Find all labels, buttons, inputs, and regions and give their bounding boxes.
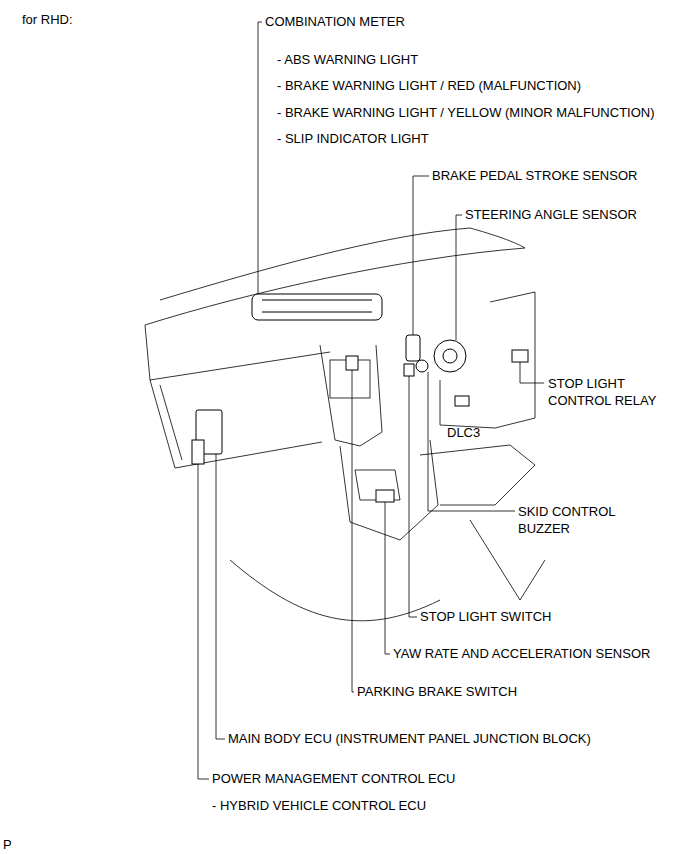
part-label: P [3,837,12,853]
part-label: STOP LIGHT CONTROL RELAY [548,375,668,409]
leader-line [428,372,515,511]
leader-line [352,370,354,692]
yaw-rate-sensor [376,490,394,502]
lower-dash-right [440,380,495,428]
power-management-ecu [192,440,204,464]
leader-line [409,376,417,617]
parking-brake-switch [346,356,358,370]
part-label: YAW RATE AND ACCELERATION SENSOR [393,646,650,662]
steering-angle-sensor [443,349,457,363]
part-label: STEERING ANGLE SENSOR [465,207,637,223]
leader-line [198,464,209,779]
armrest [420,445,535,505]
part-label: - BRAKE WARNING LIGHT / RED (MALFUNCTION… [277,78,581,94]
title: for RHD: [22,12,73,28]
part-label: DLC3 [447,425,480,441]
leader-line [520,362,544,383]
leader-line [413,176,429,335]
part-label: - ABS WARNING LIGHT [277,52,418,68]
glovebox-edge [160,385,182,460]
part-label: - SLIP INDICATOR LIGHT [277,131,429,147]
brake-pedal-stroke-sensor [406,335,420,361]
windshield-edge [470,228,525,248]
leader-lines [198,22,544,779]
part-label: - HYBRID VEHICLE CONTROL ECU [212,798,426,814]
stop-light-switch [404,364,414,376]
meter-detail [262,300,372,312]
leader-line [385,502,390,654]
stop-light-control-relay [512,350,528,362]
skid-control-buzzer [416,360,428,372]
leader-line [456,215,462,340]
part-label: BRAKE PEDAL STROKE SENSOR [432,168,637,184]
center-stack [320,345,382,446]
windshield-edge [160,228,470,300]
dash-face [145,325,330,380]
part-label: POWER MANAGEMENT CONTROL ECU [212,771,455,787]
leader-line [216,454,225,739]
dashboard-outline [145,228,545,621]
combination-meter [252,294,382,320]
part-label: STOP LIGHT SWITCH [420,609,551,625]
part-label: MAIN BODY ECU (INSTRUMENT PANEL JUNCTION… [228,731,591,747]
part-label: PARKING BRAKE SWITCH [357,684,517,700]
dash-lower [150,380,322,468]
floor-line [230,560,440,621]
side-panel [490,292,535,428]
dlc3-connector [455,396,469,406]
dash-top [145,248,525,325]
leader-line [258,22,262,294]
part-label: COMBINATION METER [265,14,405,30]
components [192,294,528,502]
part-label: SKID CONTROL BUZZER [518,503,630,537]
steering-column [434,340,466,372]
part-label: - BRAKE WARNING LIGHT / YELLOW (MINOR MA… [277,105,655,121]
